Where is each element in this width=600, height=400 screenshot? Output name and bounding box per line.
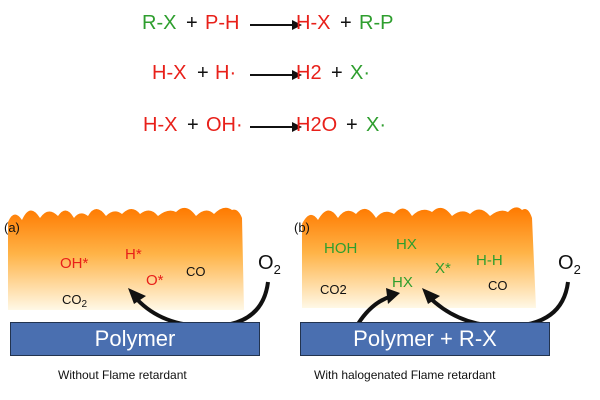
oxygen-a-sub: 2	[273, 262, 281, 277]
eq3-reactant-2: OH·	[206, 114, 243, 136]
polymer-bar-b: Polymer + R-X	[300, 322, 550, 356]
eq2-arrow-icon	[250, 70, 302, 80]
eq2-reactant-2: H·	[215, 62, 237, 84]
eq2-reactant-1: H-X	[152, 62, 187, 84]
species-hoh: HOH	[324, 240, 358, 257]
panel-a: (a) OH* H* O* CO CO2 O2 Polymer Without …	[0, 200, 300, 400]
species-co-a: CO	[186, 264, 206, 279]
species-co2-b: CO2	[320, 282, 347, 297]
eq2-product-2: X·	[350, 62, 370, 84]
eq1-product-2: R-P	[359, 12, 394, 34]
panel-b: (b) HOH HX H-H X* HX CO2 CO O2 Polymer +…	[294, 200, 600, 400]
panel-b-tag: (b)	[294, 220, 310, 235]
species-co2-a-base: CO	[62, 292, 82, 307]
eq1-reactant-1: R-X	[142, 12, 177, 34]
eq3-arrow-icon	[250, 122, 302, 132]
caption-a: Without Flame retardant	[58, 368, 187, 382]
eq2-product-1: H2	[296, 62, 322, 84]
eq3-product-1: H2O	[296, 114, 338, 136]
eq1-plus-1: +	[186, 12, 198, 34]
species-h: H*	[125, 246, 142, 263]
species-oh: OH*	[60, 255, 89, 272]
oxygen-a-label: O	[258, 252, 274, 274]
eq3-plus-1: +	[187, 114, 199, 136]
polymer-bar-a: Polymer	[10, 322, 260, 356]
species-co-b: CO	[488, 278, 508, 293]
eq3-product-2: X·	[366, 114, 386, 136]
species-hx-bottom: HX	[392, 274, 413, 291]
species-hx-top: HX	[396, 236, 417, 253]
eq1-arrow-icon	[250, 20, 302, 30]
eq2-plus-1: +	[197, 62, 209, 84]
eq3-plus-2: +	[346, 114, 358, 136]
species-co2-a-sub: 2	[81, 299, 88, 310]
eq3-reactant-1: H-X	[143, 114, 178, 136]
oxygen-b-sub: 2	[573, 262, 581, 277]
eq1-reactant-2: P-H	[205, 12, 240, 34]
flame-b-icon	[302, 207, 536, 308]
species-hh: H-H	[476, 252, 503, 269]
eq2-plus-2: +	[331, 62, 343, 84]
eq1-plus-2: +	[340, 12, 352, 34]
oxygen-a: O2	[258, 252, 281, 277]
species-co2-a: CO2	[62, 292, 87, 310]
flame-a-icon	[8, 207, 244, 310]
oxygen-b: O2	[558, 252, 581, 277]
oxygen-b-label: O	[558, 252, 574, 274]
eq1-product-1: H-X	[296, 12, 331, 34]
caption-b: With halogenated Flame retardant	[314, 368, 496, 382]
species-o: O*	[146, 272, 164, 289]
species-x: X*	[435, 260, 451, 277]
panel-a-tag: (a)	[4, 220, 20, 235]
